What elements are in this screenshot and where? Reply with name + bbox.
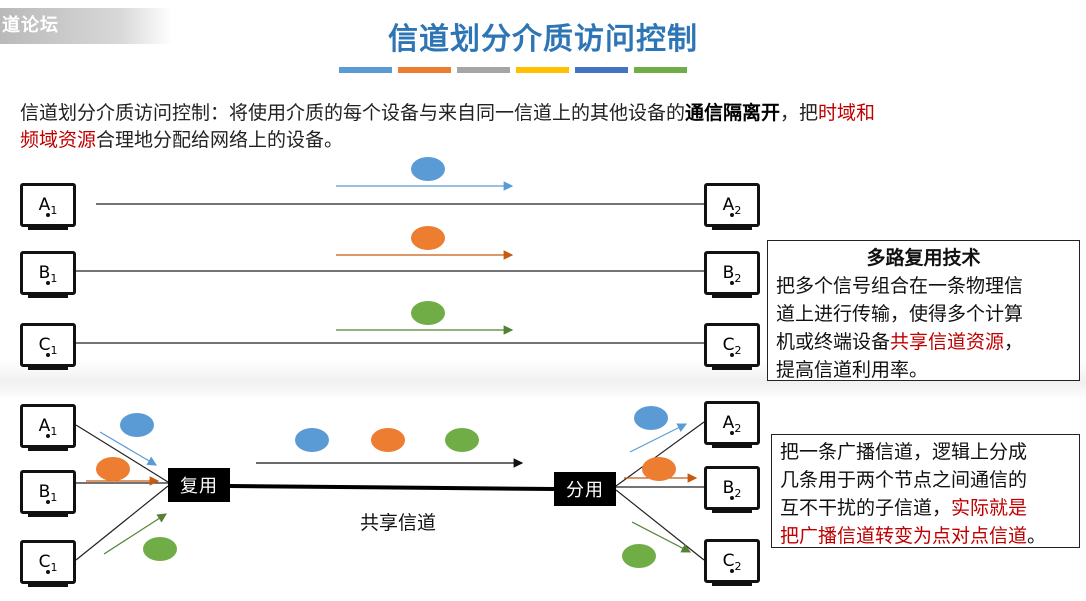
- broadcast-info-box: 把一条广播信道，逻辑上分成 几条用于两个节点之间通信的 互不干扰的子信道，实际就…: [771, 434, 1080, 548]
- in-signal-blue: [120, 413, 154, 437]
- title-bar-3: [457, 67, 510, 73]
- out-signal-blue: [634, 406, 668, 430]
- signal-blue: [411, 157, 445, 181]
- shared-signal-green: [445, 428, 479, 452]
- out-arrow-a: [629, 423, 688, 453]
- watermark: 道论坛: [0, 8, 172, 44]
- in-signal-green: [143, 537, 177, 561]
- page-title: 信道划分介质访问控制: [388, 22, 698, 57]
- mux-in-c: [75, 485, 169, 561]
- demux-out-a: [615, 421, 705, 487]
- out-signal-orange: [642, 457, 676, 481]
- shared-signal-blue: [295, 428, 329, 452]
- shared-channel-label: 共享信道: [360, 512, 437, 534]
- multiplexing-heading: 多路复用技术: [866, 247, 981, 269]
- signal-green: [411, 301, 445, 325]
- demultiplexer-box: 分用: [554, 472, 616, 506]
- title-bar-5: [575, 67, 628, 73]
- title-color-bars: [339, 67, 687, 73]
- shared-channel-line: [229, 484, 555, 491]
- title-bar-4: [516, 67, 569, 73]
- title-bar-2: [398, 67, 451, 73]
- mux-in-a: [75, 424, 169, 483]
- intro-text: 信道划分介质访问控制：将使用介质的每个设备与来自同一信道上的其他设备的通信隔离开…: [20, 102, 876, 151]
- signal-orange: [411, 226, 445, 250]
- shared-signal-orange: [371, 428, 405, 452]
- multiplexing-info-box: 多路复用技术 把多个信号组合在一条物理信 道上进行传输，使得多个计算 机或终端设…: [767, 240, 1080, 381]
- out-signal-green: [622, 544, 656, 568]
- title-bar-1: [339, 67, 392, 73]
- in-arrow-a: [99, 431, 158, 466]
- in-signal-orange: [96, 457, 130, 481]
- in-arrow-c: [103, 513, 168, 555]
- title-bar-6: [634, 67, 687, 73]
- out-arrow-c: [631, 521, 692, 553]
- multiplexer-box: 复用: [168, 468, 230, 502]
